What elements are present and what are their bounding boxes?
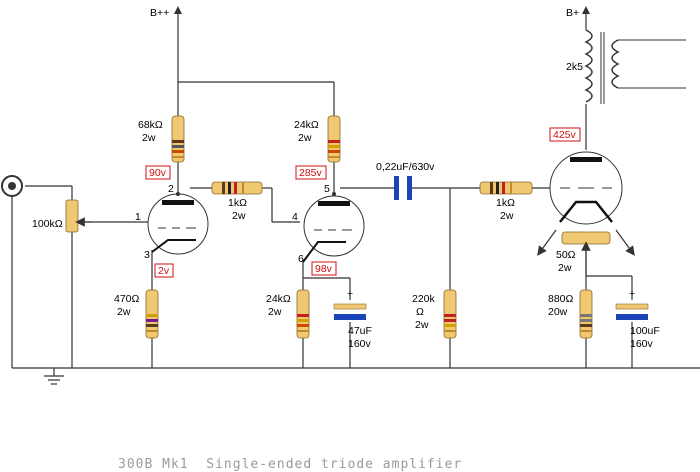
grid-stopper-resistor	[479, 181, 533, 195]
coupling-resistor	[211, 181, 263, 195]
output-transformer	[584, 29, 686, 104]
stage2-plate-voltage: 285v	[299, 167, 323, 179]
hum-pot-value: 50Ω	[556, 249, 576, 261]
stage1-cathode-resistor-value: 470Ω	[114, 293, 140, 305]
coupling-cap-label: 0,22uF/630v	[376, 161, 435, 173]
stage2-plate-resistor-power: 2w	[298, 132, 312, 144]
stage1-cathode-resistor-power: 2w	[117, 306, 131, 318]
output-cathode-resistor	[579, 289, 593, 339]
stage1-cathode-voltage-tag: 2v	[154, 263, 174, 278]
b-plus-plus-label: B++	[150, 7, 169, 19]
grid-leak-resistor	[443, 289, 457, 339]
output-cap-voltage: 160v	[630, 338, 654, 350]
stage1-plate-voltage-tag: 90v	[145, 165, 171, 180]
hum-balance-pot	[561, 231, 611, 276]
stage1-cathode-voltage: 2v	[158, 265, 170, 277]
stage2-plate-resistor-value: 24kΩ	[294, 119, 319, 131]
stage2-cathode-voltage: 98v	[315, 263, 333, 275]
grid-leak-unit: Ω	[416, 306, 424, 318]
coupling-resistor-value: 1kΩ	[228, 197, 247, 209]
stage2-cathode-capacitor	[333, 303, 367, 320]
output-cathode-resistor-value: 880Ω	[548, 293, 574, 305]
stage2-cap-voltage: 160v	[348, 338, 372, 350]
stage1-cathode-resistor	[145, 289, 159, 339]
input-volume-pot	[65, 199, 92, 233]
b-plus-label: B+	[566, 7, 579, 19]
stage1-plate-resistor-power: 2w	[142, 132, 156, 144]
grid-leak-power: 2w	[415, 319, 429, 331]
hum-pot-power: 2w	[558, 262, 572, 274]
input-jack	[1, 175, 23, 197]
stage2-cathode-resistor-power: 2w	[268, 306, 282, 318]
output-cap-polarity: +	[629, 288, 635, 300]
stage1-plate-resistor	[171, 115, 185, 163]
stage2-cap-value: 47uF	[348, 325, 372, 337]
stage1-pin-cathode: 3	[144, 249, 150, 261]
grid-stopper-value: 1kΩ	[496, 197, 515, 209]
stage2-pin-cathode: 6	[298, 253, 304, 265]
stage1-pin-plate: 2	[168, 183, 174, 195]
stage2-pin-plate: 5	[324, 183, 330, 195]
stage2-cathode-resistor-value: 24kΩ	[266, 293, 291, 305]
stage2-cap-polarity: +	[347, 288, 353, 300]
grid-leak-value: 220k	[412, 293, 436, 305]
stage1-plate-resistor-value: 68kΩ	[138, 119, 163, 131]
transformer-primary-label: 2k5	[566, 61, 583, 73]
stage1-plate-voltage: 90v	[149, 167, 167, 179]
output-300b-tube	[537, 151, 635, 256]
output-cathode-capacitor	[615, 303, 649, 320]
stage2-plate-voltage-tag: 285v	[295, 165, 327, 180]
stage1-triode-tube	[147, 192, 209, 255]
output-cathode-resistor-power: 20w	[548, 306, 568, 318]
stage2-cathode-resistor	[296, 289, 310, 339]
stage1-pin-grid: 1	[135, 211, 141, 223]
stage2-triode-tube	[302, 192, 365, 263]
input-pot-value: 100kΩ	[32, 218, 63, 230]
output-cap-value: 100uF	[630, 325, 660, 337]
output-plate-voltage: 425v	[553, 129, 577, 141]
stage2-cathode-voltage-tag: 98v	[311, 261, 337, 276]
output-plate-voltage-tag: 425v	[549, 127, 581, 142]
stage2-plate-resistor	[327, 115, 341, 163]
stage2-pin-grid: 4	[292, 211, 298, 223]
diagram-title: 300B Mk1 Single-ended triode amplifier	[118, 457, 462, 472]
coupling-capacitor	[394, 176, 412, 200]
grid-stopper-power: 2w	[500, 210, 514, 222]
coupling-resistor-power: 2w	[232, 210, 246, 222]
